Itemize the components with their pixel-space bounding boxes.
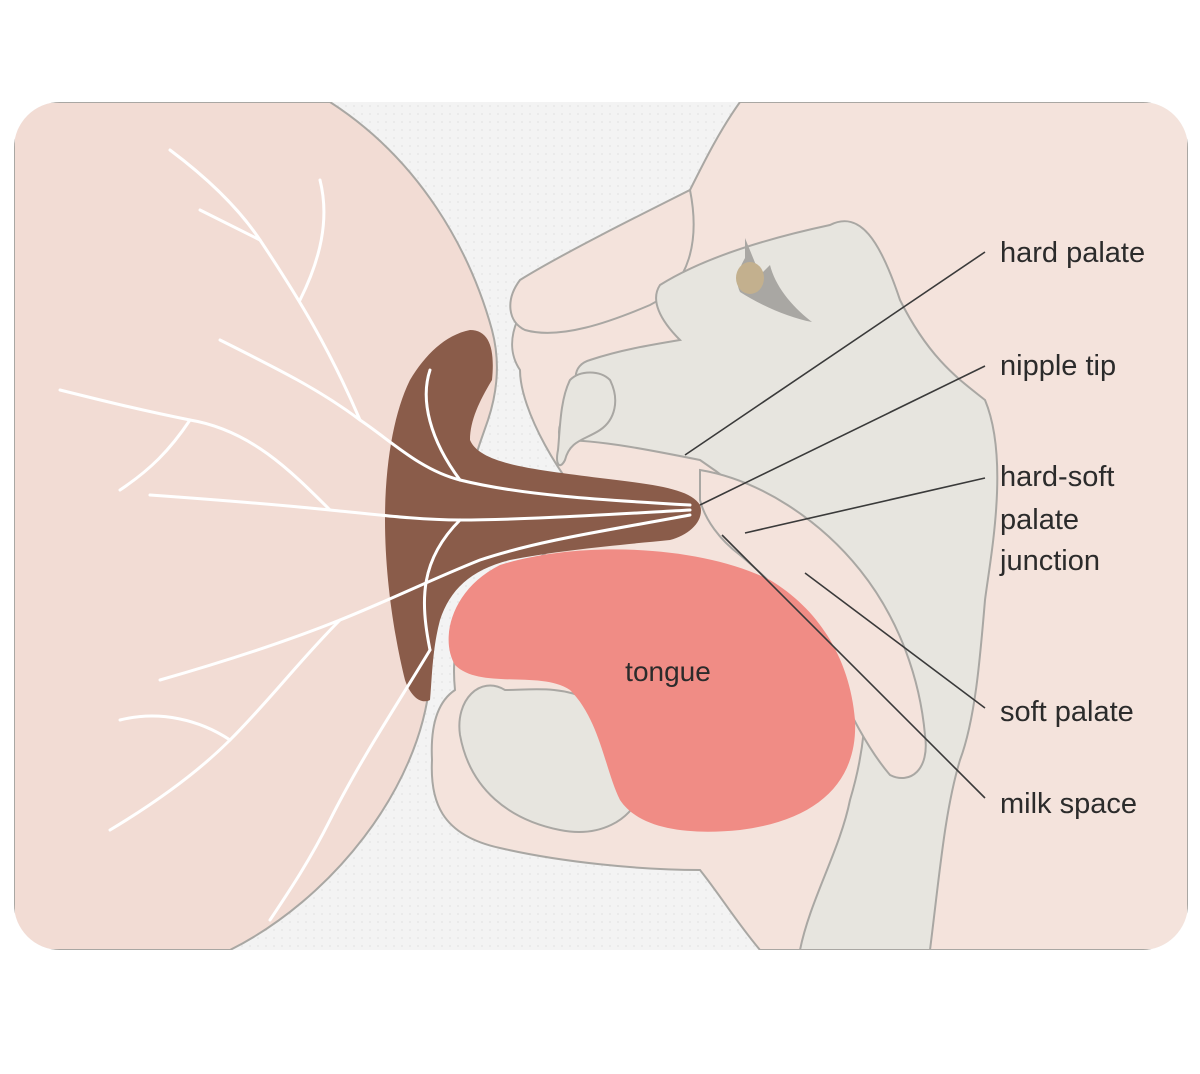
label-milk-space: milk space [1000, 788, 1137, 820]
label-nipple-tip: nipple tip [1000, 350, 1117, 382]
label-palate: palate [1000, 504, 1080, 536]
label-soft-palate: soft palate [1000, 696, 1134, 728]
leader-hard-soft-junction [744, 477, 986, 534]
leader-soft-palate [804, 572, 986, 709]
leader-nipple-tip [699, 365, 986, 506]
upper-gum [556, 371, 617, 467]
label-hard-soft: hard-soft [1000, 461, 1115, 493]
baby-eye [737, 238, 812, 322]
diagram-panel [14, 102, 1188, 950]
tongue-label: tongue [625, 656, 711, 687]
tongue [448, 549, 856, 832]
label-hard-palate: hard palate [1000, 237, 1146, 269]
label-junction: junction [1000, 545, 1100, 577]
leader-hard-palate [684, 251, 986, 456]
milk-ducts [58, 148, 692, 922]
eye-iris [736, 262, 764, 294]
leader-milk-space [721, 534, 986, 799]
leader-lines [684, 251, 986, 799]
areola-nipple [385, 330, 701, 702]
